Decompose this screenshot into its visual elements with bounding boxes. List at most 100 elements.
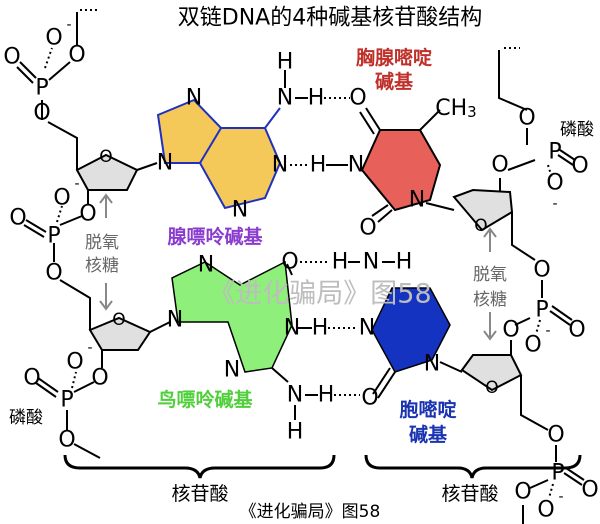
svg-text:O: O [45,261,62,286]
svg-text:N: N [287,383,303,408]
svg-text:O: O [53,186,70,211]
svg-text:O: O [361,386,378,411]
svg-text:N: N [348,153,364,178]
svg-text:P: P [35,76,48,101]
svg-text:N: N [424,352,440,377]
nucleotide-brace [63,454,336,479]
svg-text:O: O [349,86,366,111]
guanine-label: 鸟嘌呤碱基 [157,388,253,411]
svg-text:CH3: CH3 [435,96,476,122]
deoxyribose-label: 脱氧 [473,265,507,285]
guanine-ring [171,260,293,373]
thymine-label: 碱基 [375,70,414,93]
thymine-label: 胸腺嘧啶 [356,46,432,69]
svg-text:H: H [312,316,329,341]
svg-text:-: - [545,323,550,339]
svg-text:O: O [581,478,598,503]
svg-text:O: O [518,106,535,131]
svg-text:H: H [318,383,335,408]
adenine-label: 腺嘌呤碱基 [166,225,263,248]
deoxyribose-ring [460,354,523,392]
adenine-ring [156,98,282,210]
svg-text:P: P [548,140,561,165]
svg-text:O: O [546,171,563,196]
cytosine-label: 胞嘧啶 [399,398,456,421]
svg-text:N: N [272,153,288,178]
watermark: 《进化骗局》图58 [208,279,431,310]
svg-text:O: O [537,498,554,523]
svg-text:-: - [74,176,79,192]
deoxyribose-ring [452,188,514,232]
svg-text:O: O [79,202,96,227]
svg-text:O: O [91,366,108,391]
svg-text:H: H [332,250,349,275]
backbone-bonds [16,9,585,524]
nucleotide-brace [364,454,582,479]
cytosine-ring [371,287,451,373]
svg-text:O: O [485,378,498,398]
svg-text:P: P [60,388,73,413]
svg-text:H: H [277,50,294,75]
svg-text:O: O [58,428,75,453]
svg-text:O: O [524,333,541,358]
svg-text:O: O [9,206,26,231]
svg-text:N: N [284,316,300,341]
deoxyribose-ring [88,316,152,351]
svg-text:N: N [198,253,214,278]
svg-text:N: N [363,250,379,275]
deoxyribose-arrows [99,193,497,341]
svg-text:N: N [409,188,425,213]
svg-text:O: O [112,310,125,330]
svg-text:O: O [68,43,85,68]
svg-text:N: N [232,198,248,223]
svg-text:O: O [514,480,531,505]
svg-text:P: P [551,461,564,486]
svg-text:O: O [281,250,298,275]
svg-text:N: N [186,86,202,111]
svg-text:H: H [308,86,325,111]
svg-text:H: H [396,250,413,275]
svg-text:O: O [99,147,112,167]
thymine-ring [360,129,442,212]
svg-text:O: O [547,423,564,448]
svg-text:N: N [277,86,293,111]
phosphate-label: 磷酸 [560,120,594,140]
svg-text:O: O [533,258,550,283]
svg-text:-: - [66,17,71,33]
svg-text:-: - [558,489,563,505]
nucleotide-label: 核苷酸 [441,483,498,505]
deoxyribose-label: 核糖 [85,256,119,276]
figure-caption: 《进化骗局》图58 [240,502,381,522]
svg-text:H: H [310,153,327,178]
deoxyribose-label: 脱氧 [85,233,119,253]
svg-text:O: O [491,153,508,178]
deoxyribose-ring [75,153,139,191]
svg-text:O: O [568,318,585,343]
svg-text:N: N [157,151,173,176]
svg-text:O: O [474,216,487,236]
base-bonds [264,70,441,420]
svg-text:P: P [535,298,548,323]
cytosine-label: 碱基 [409,423,448,446]
svg-text:O: O [23,366,40,391]
deoxyribose-label: 核糖 [473,290,507,310]
methyl-label: CH [435,96,467,121]
svg-text:-: - [552,196,557,212]
svg-text:O: O [359,216,376,241]
nucleotide-label: 核苷酸 [171,483,228,505]
svg-text:N: N [224,358,240,383]
svg-text:O: O [571,154,588,179]
svg-text:O: O [3,45,20,70]
svg-text:-: - [87,340,92,356]
svg-text:O: O [45,26,62,51]
atom-labels: O- O O P O O O- O O P O O O- O O P O N N… [3,17,598,523]
diagram-title: 双链DNA的4种碱基核苷酸结构 [178,6,482,31]
svg-text:N: N [167,308,183,333]
svg-text:H: H [287,420,304,445]
svg-text:O: O [502,318,519,343]
svg-text:O: O [66,350,83,375]
svg-text:N: N [359,316,375,341]
svg-text:P: P [47,224,60,249]
svg-text:O: O [33,101,50,126]
